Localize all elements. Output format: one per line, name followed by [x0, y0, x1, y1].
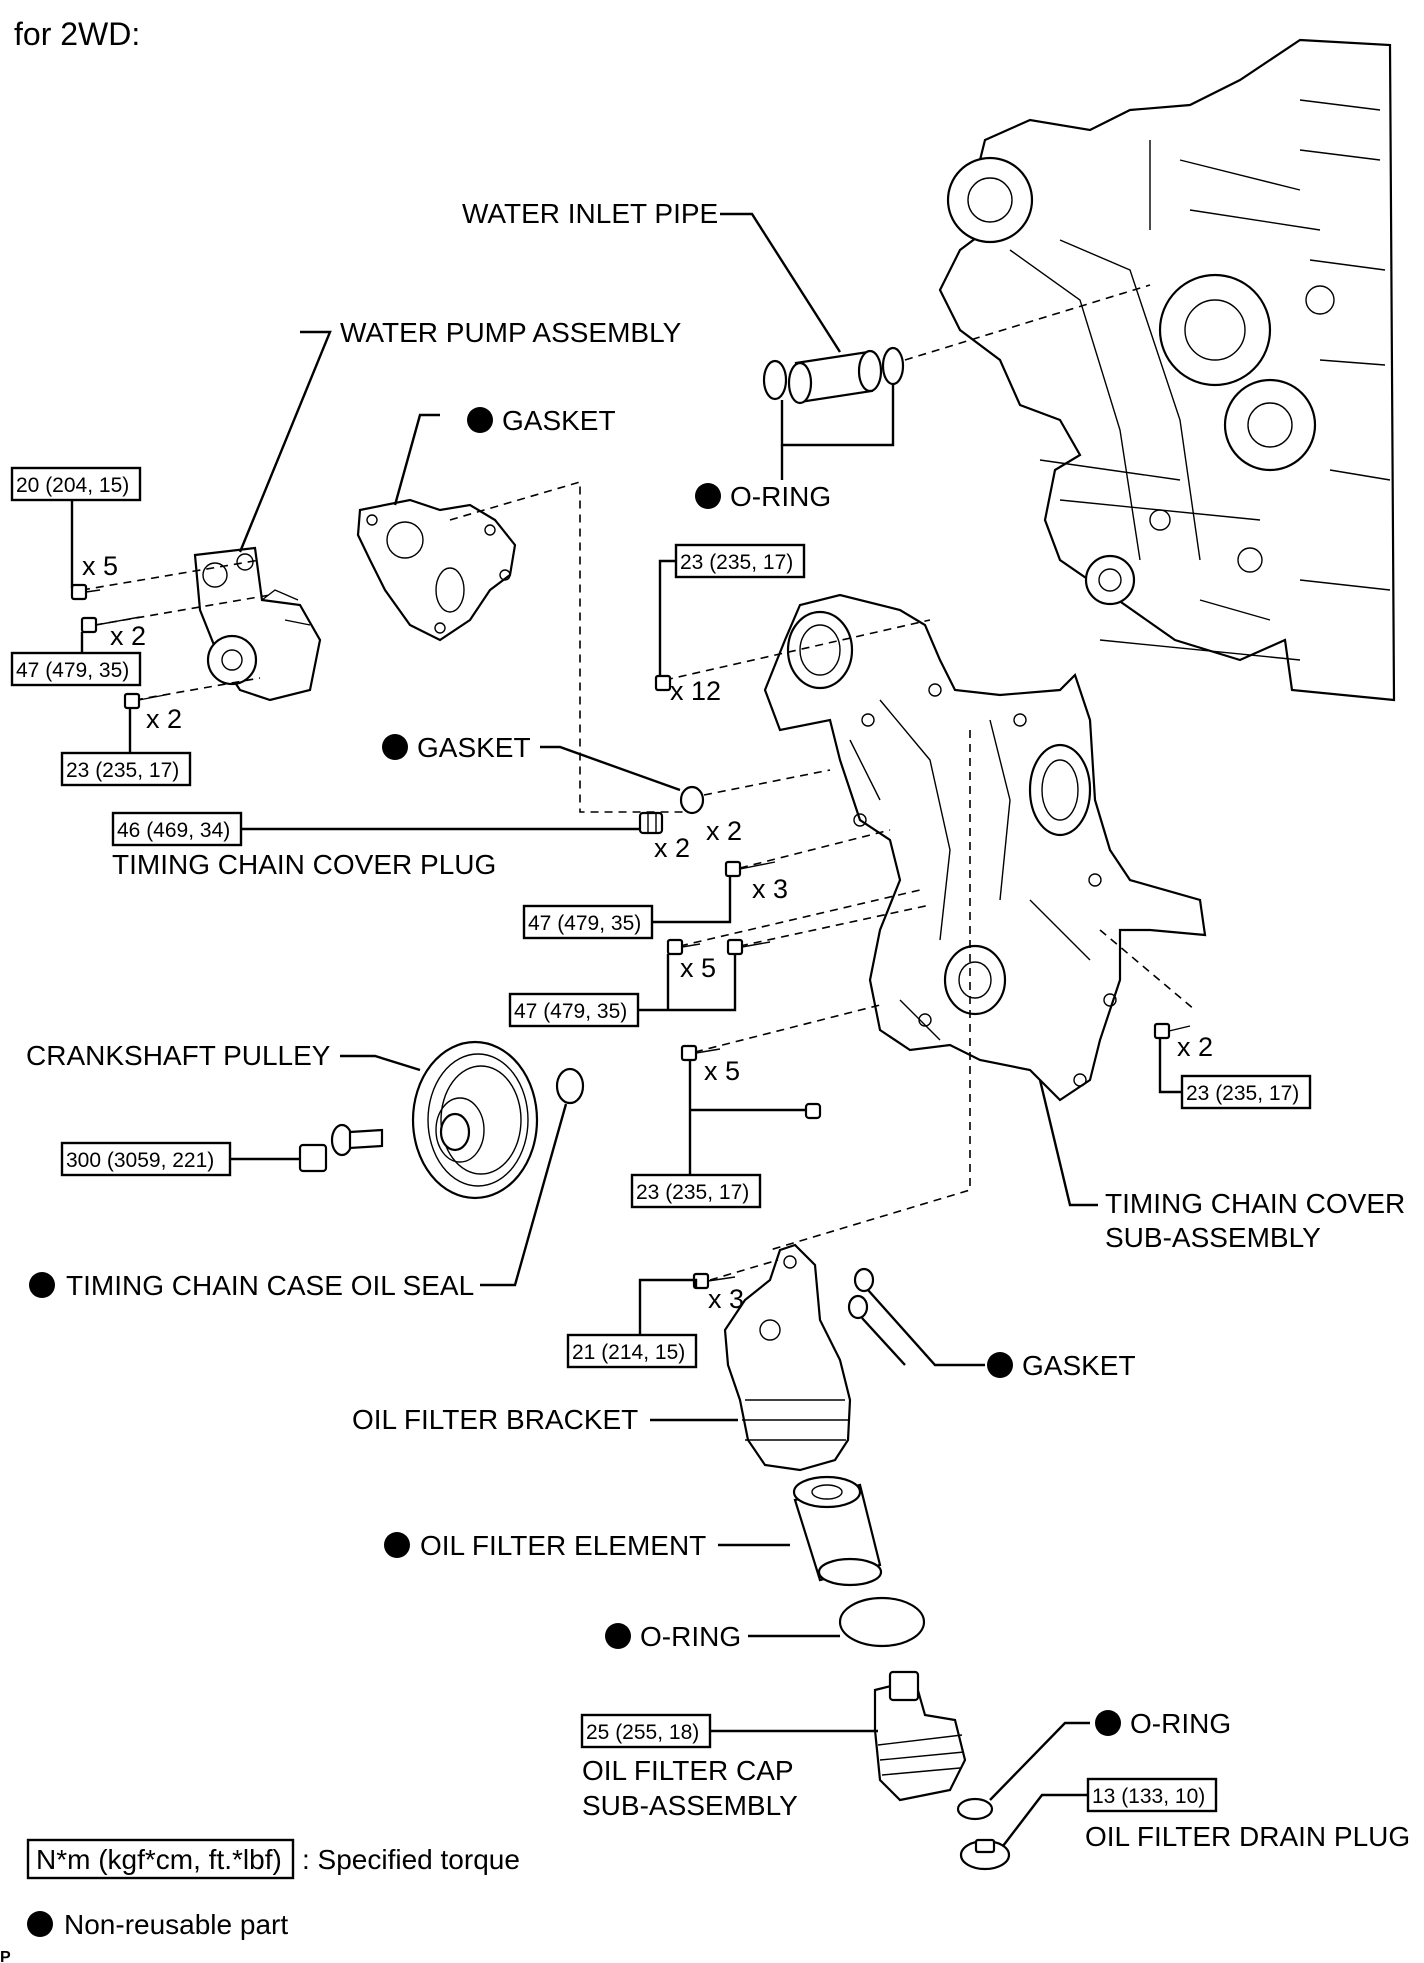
nonreusable-marker — [27, 1911, 53, 1937]
torque-cover-47a: 47 (479, 35) — [528, 912, 641, 935]
torque-box — [1086, 1777, 1218, 1813]
bolt-icon — [1153, 1022, 1191, 1040]
torque-cover-top: 23 (235, 17) — [680, 551, 793, 574]
nonreusable-marker — [29, 1272, 55, 1298]
oil-filter-bracket-illustration — [723, 1243, 852, 1472]
legend-torque-units: N*m (kgf*cm, ft.*lbf) — [36, 1844, 282, 1875]
bolt-icon — [123, 692, 171, 710]
timing-chain-cover-label-line1: TIMING CHAIN COVER — [1105, 1188, 1405, 1219]
legend-torque-box — [26, 1838, 295, 1880]
timing-chain-cover-illustration — [763, 593, 1207, 1102]
torque-cover-plug: 46 (469, 34) — [117, 819, 230, 842]
water-pump-gasket-illustration — [356, 498, 517, 642]
torque-cover-bottom: 23 (235, 17) — [636, 1181, 749, 1204]
nonreusable-marker — [987, 1352, 1013, 1378]
torque-filter-cap: 25 (255, 18) — [586, 1721, 699, 1744]
oil-filter-drain-plug-illustration — [959, 1838, 1011, 1871]
footer-letter: P — [0, 1949, 11, 1963]
torque-cover-right: 23 (235, 17) — [1186, 1082, 1299, 1105]
water-pump-illustration — [193, 546, 322, 702]
nut-icon — [804, 1102, 822, 1120]
gasket-pump-label: GASKET — [502, 405, 616, 436]
nonreusable-marker — [467, 407, 493, 433]
gasket-plug-label: GASKET — [417, 732, 531, 763]
nonreusable-marker — [605, 1623, 631, 1649]
torque-drain-plug: 13 (133, 10) — [1092, 1785, 1205, 1808]
oil-filter-drain-plug-label: OIL FILTER DRAIN PLUG — [1085, 1821, 1410, 1852]
legend-nonreusable-text: Non-reusable part — [64, 1909, 288, 1940]
bolt-icon — [666, 938, 701, 956]
count-plug-gasket: x 2 — [706, 816, 742, 846]
count-pump-top: x 5 — [82, 551, 118, 581]
water-inlet-pipe-illustration — [762, 346, 905, 405]
torque-pump-top: 20 (204, 15) — [16, 474, 129, 497]
gasket-bracket-label: GASKET — [1022, 1350, 1136, 1381]
count-pump-low: x 2 — [146, 704, 182, 734]
nonreusable-marker — [695, 483, 721, 509]
filter-o-ring-illustration — [838, 1596, 926, 1648]
oil-filter-cap-label-line1: OIL FILTER CAP — [582, 1755, 794, 1786]
torque-box — [630, 1173, 762, 1209]
timing-chain-cover-plug-illustration — [638, 811, 664, 835]
timing-chain-cover-plug-label: TIMING CHAIN COVER PLUG — [112, 849, 496, 880]
bolt-icon — [80, 616, 141, 634]
bracket-gasket-illustration — [853, 1267, 875, 1293]
torque-box — [566, 1333, 698, 1369]
bolt-icon — [724, 860, 776, 878]
count-cover-47b: x 5 — [680, 953, 716, 983]
drain-o-ring-illustration — [956, 1797, 994, 1821]
torque-pump-low: 23 (235, 17) — [66, 759, 179, 782]
count-cover-top: x 12 — [670, 676, 721, 706]
torque-box — [10, 466, 142, 502]
legend-torque-text: : Specified torque — [302, 1844, 520, 1875]
water-pump-assembly-label: WATER PUMP ASSEMBLY — [340, 317, 682, 348]
crankshaft-pulley-illustration — [411, 1040, 539, 1200]
water-inlet-pipe-label: WATER INLET PIPE — [462, 198, 718, 229]
o-ring-filter-label: O-RING — [640, 1621, 741, 1652]
oil-filter-element-label: OIL FILTER ELEMENT — [420, 1530, 706, 1561]
timing-chain-cover-label-line2: SUB-ASSEMBLY — [1105, 1222, 1321, 1253]
count-cover-right: x 2 — [1177, 1032, 1213, 1062]
plug-gasket-illustration — [679, 785, 705, 815]
oil-filter-cap-label-line2: SUB-ASSEMBLY — [582, 1790, 798, 1821]
torque-box — [60, 751, 192, 787]
nonreusable-marker — [1095, 1710, 1121, 1736]
count-cover-bottom: x 5 — [704, 1056, 740, 1086]
torque-box — [580, 1713, 712, 1749]
torque-bracket: 21 (214, 15) — [572, 1341, 685, 1364]
nonreusable-marker — [384, 1532, 410, 1558]
bolt-icon — [70, 583, 101, 601]
o-ring-drain-label: O-RING — [1130, 1708, 1231, 1739]
oil-filter-cap-illustration — [873, 1670, 967, 1802]
crankshaft-pulley-label: CRANKSHAFT PULLEY — [26, 1040, 331, 1071]
engine-block-illustration — [938, 38, 1396, 702]
bolt-icon — [726, 938, 771, 956]
nonreusable-marker — [382, 734, 408, 760]
crankshaft-pulley-bolt-illustration — [298, 1123, 384, 1173]
count-bracket: x 3 — [708, 1284, 744, 1314]
oil-filter-element-illustration — [792, 1475, 883, 1587]
bracket-gasket-illustration — [847, 1294, 869, 1320]
bolt-icon — [654, 674, 672, 692]
oil-filter-bracket-label: OIL FILTER BRACKET — [352, 1404, 638, 1435]
torque-box — [10, 651, 142, 687]
torque-box — [508, 992, 640, 1028]
torque-pump-mid: 47 (479, 35) — [16, 659, 129, 682]
torque-cover-47b: 47 (479, 35) — [514, 1000, 627, 1023]
o-ring-pipe-label: O-RING — [730, 481, 831, 512]
diagram-title: for 2WD: — [14, 16, 140, 52]
torque-box — [1180, 1074, 1312, 1110]
torque-crank-pulley: 300 (3059, 221) — [66, 1149, 214, 1172]
timing-chain-case-oil-seal-label: TIMING CHAIN CASE OIL SEAL — [66, 1270, 474, 1301]
count-plug: x 2 — [654, 833, 690, 863]
oil-seal-illustration — [555, 1067, 585, 1105]
count-cover-47a: x 3 — [752, 874, 788, 904]
count-pump-mid: x 2 — [110, 621, 146, 651]
